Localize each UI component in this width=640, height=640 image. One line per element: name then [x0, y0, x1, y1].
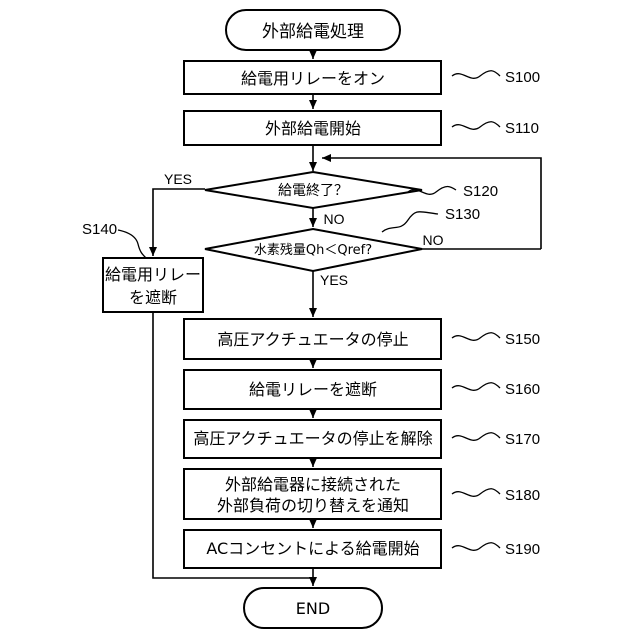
leader-s140 [118, 230, 146, 258]
s180-line2: 外部負荷の切り替えを通知 [217, 496, 409, 515]
s110-label: 外部給電開始 [265, 119, 361, 138]
leader-s180 [452, 489, 500, 497]
decision-s130: 水素残量Qh＜Qref? [205, 229, 422, 271]
s160-label: 給電リレーを遮断 [249, 380, 377, 399]
s120-yes-label: YES [164, 171, 192, 187]
leader-s150 [452, 333, 500, 341]
end-label: END [296, 599, 330, 618]
s190-label: ACコンセントによる給電開始 [206, 539, 419, 558]
step-s190: S190 [505, 541, 540, 558]
process-s100: 給電用リレーをオン [184, 61, 441, 94]
s140-line1: 給電用リレー [105, 265, 201, 284]
s120-label: 給電終了？ [278, 183, 348, 199]
end-terminator: END [244, 588, 382, 628]
process-s110: 外部給電開始 [184, 111, 441, 145]
step-s160: S160 [505, 381, 540, 398]
process-s140: 給電用リレー を遮断 [103, 258, 203, 312]
process-s150: 高圧アクチュエータの停止 [184, 319, 441, 359]
leader-s120 [408, 187, 456, 195]
s140-line2: を遮断 [129, 288, 177, 307]
leader-s110 [452, 122, 500, 130]
s130-no-label: NO [423, 232, 444, 248]
s130-label: 水素残量Qh＜Qref? [254, 243, 372, 258]
s120-no-label: NO [324, 211, 345, 227]
process-s170: 高圧アクチュエータの停止を解除 [184, 420, 441, 458]
leader-s100 [452, 71, 500, 79]
leader-s190 [452, 543, 500, 551]
step-s150: S150 [505, 331, 540, 348]
decision-s120: 給電終了？ [205, 172, 422, 208]
s100-label: 給電用リレーをオン [241, 69, 385, 88]
step-s110: S110 [505, 120, 539, 137]
s170-label: 高圧アクチュエータの停止を解除 [193, 429, 432, 448]
step-s180: S180 [505, 487, 540, 504]
process-s190: ACコンセントによる給電開始 [184, 530, 441, 568]
leader-s170 [452, 433, 500, 441]
start-terminator: 外部給電処理 [226, 10, 400, 50]
process-s180: 外部給電器に接続された 外部負荷の切り替えを通知 [184, 469, 441, 519]
s180-line1: 外部給電器に接続された [225, 475, 401, 494]
s130-yes-label: YES [320, 272, 348, 288]
step-s130: S130 [445, 206, 480, 223]
leader-s130 [382, 212, 438, 232]
step-s120: S120 [463, 183, 498, 200]
start-label: 外部給電処理 [262, 22, 364, 42]
process-s160: 給電リレーを遮断 [184, 370, 441, 409]
step-s140: S140 [82, 221, 117, 238]
arrow-s120-yes-s140 [153, 189, 205, 256]
step-s100: S100 [505, 69, 540, 86]
s150-label: 高圧アクチュエータの停止 [217, 330, 408, 349]
leader-s160 [452, 383, 500, 391]
step-s170: S170 [505, 431, 540, 448]
